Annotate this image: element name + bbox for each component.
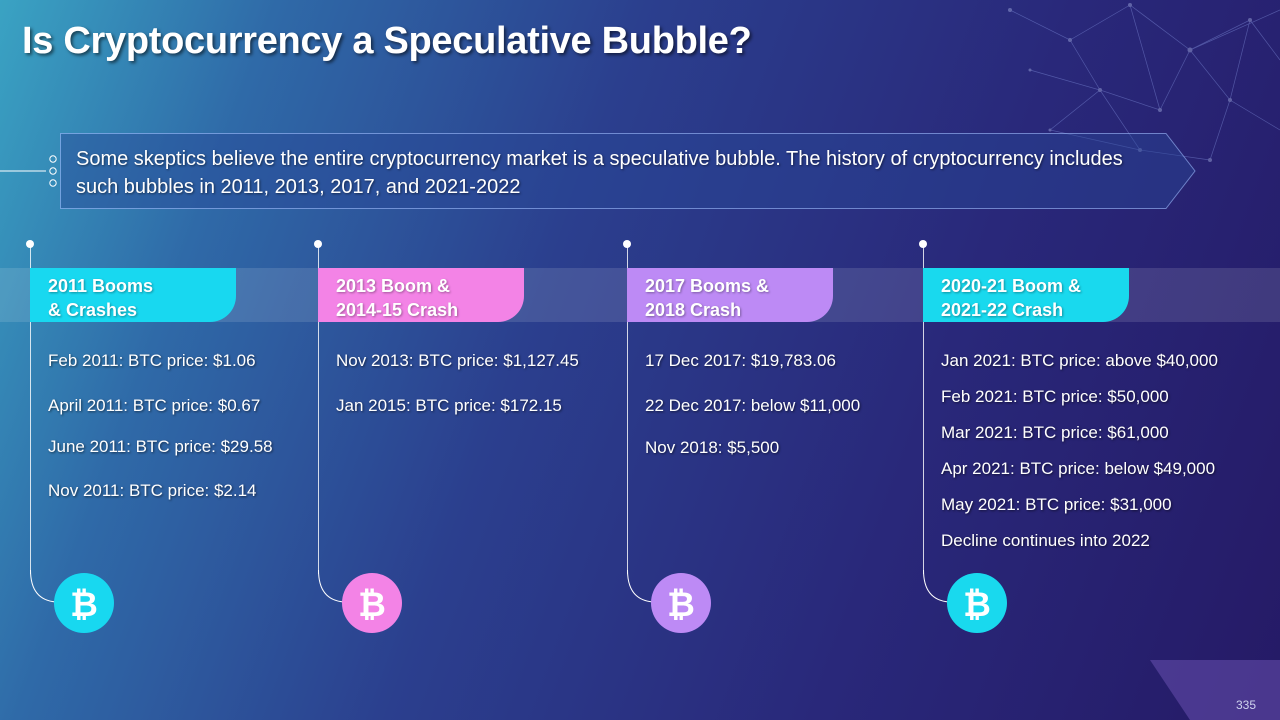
entry: Feb 2021: BTC price: $50,000 xyxy=(941,387,1169,406)
entry: 22 Dec 2017: below $11,000 xyxy=(645,396,861,415)
period-heading: 2013 Boom & 2014-15 Crash xyxy=(318,268,524,322)
entry: Nov 2011: BTC price: $2.14 xyxy=(48,481,257,500)
intro-callout: Some skeptics believe the entire cryptoc… xyxy=(60,133,1196,209)
bitcoin-icon: ₿ xyxy=(54,573,114,633)
entry: Nov 2013: BTC price: $1,127.45 xyxy=(336,351,579,370)
svg-text:₿: ₿ xyxy=(963,585,991,623)
period-heading: 2011 Booms & Crashes xyxy=(30,268,236,322)
timeline-column-2020: 2020-21 Boom & 2021-22 Crash Jan 2021: B… xyxy=(919,0,1263,720)
period-heading-line2: 2021-22 Crash xyxy=(941,300,1064,320)
period-heading-line1: 2017 Booms & xyxy=(645,276,770,296)
intro-text: Some skeptics believe the entire cryptoc… xyxy=(76,148,1123,198)
bitcoin-icon: ₿ xyxy=(342,573,402,633)
period-heading-line1: 2011 Booms xyxy=(48,276,154,296)
period-heading-line2: 2014-15 Crash xyxy=(336,300,459,320)
period-heading-line2: 2018 Crash xyxy=(645,300,742,320)
timeline-line xyxy=(923,244,924,574)
bitcoin-icon: ₿ xyxy=(651,573,711,633)
period-heading-line1: 2020-21 Boom & xyxy=(941,276,1082,296)
entry: Decline continues into 2022 xyxy=(941,531,1150,550)
timeline-curve xyxy=(30,570,57,603)
timeline-curve xyxy=(923,570,950,603)
timeline-line xyxy=(627,244,628,574)
timeline-line xyxy=(30,244,31,574)
svg-text:₿: ₿ xyxy=(667,585,695,623)
timeline-curve xyxy=(318,570,345,603)
network-decoration xyxy=(1008,3,1280,162)
timeline-curve xyxy=(627,570,654,603)
entry: Jan 2015: BTC price: $172.15 xyxy=(336,396,562,415)
entry: Nov 2018: $5,500 xyxy=(645,438,780,457)
timeline-column-2011: 2011 Booms & Crashes Feb 2011: BTC price… xyxy=(26,0,340,720)
timeline-line xyxy=(318,244,319,574)
entry: June 2011: BTC price: $29.58 xyxy=(48,437,273,456)
entry: April 2011: BTC price: $0.67 xyxy=(48,396,261,415)
timeline-column-2017: 2017 Booms & 2018 Crash 17 Dec 2017: $19… xyxy=(623,0,937,720)
entry: Mar 2021: BTC price: $61,000 xyxy=(941,423,1169,442)
bitcoin-icon: ₿ xyxy=(947,573,1007,633)
entry: Jan 2021: BTC price: above $40,000 xyxy=(941,351,1218,370)
svg-text:₿: ₿ xyxy=(358,585,386,623)
connector-decoration xyxy=(0,155,57,187)
entry: May 2021: BTC price: $31,000 xyxy=(941,495,1172,514)
page-number: 335 xyxy=(1235,698,1256,712)
callout-box xyxy=(60,133,1196,209)
timeline-column-2013: 2013 Boom & 2014-15 Crash Nov 2013: BTC … xyxy=(314,0,628,720)
corner-decoration xyxy=(1150,660,1280,720)
period-heading-line1: 2013 Boom & xyxy=(336,276,451,296)
entry: Apr 2021: BTC price: below $49,000 xyxy=(941,459,1216,478)
slide-title: Is Cryptocurrency a Speculative Bubble? xyxy=(22,20,752,62)
period-heading: 2020-21 Boom & 2021-22 Crash xyxy=(923,268,1129,322)
entry: Feb 2011: BTC price: $1.06 xyxy=(48,351,256,370)
svg-text:₿: ₿ xyxy=(70,585,98,623)
entry: 17 Dec 2017: $19,783.06 xyxy=(645,351,836,370)
period-heading-line2: & Crashes xyxy=(48,300,138,320)
period-heading: 2017 Booms & 2018 Crash xyxy=(627,268,833,322)
